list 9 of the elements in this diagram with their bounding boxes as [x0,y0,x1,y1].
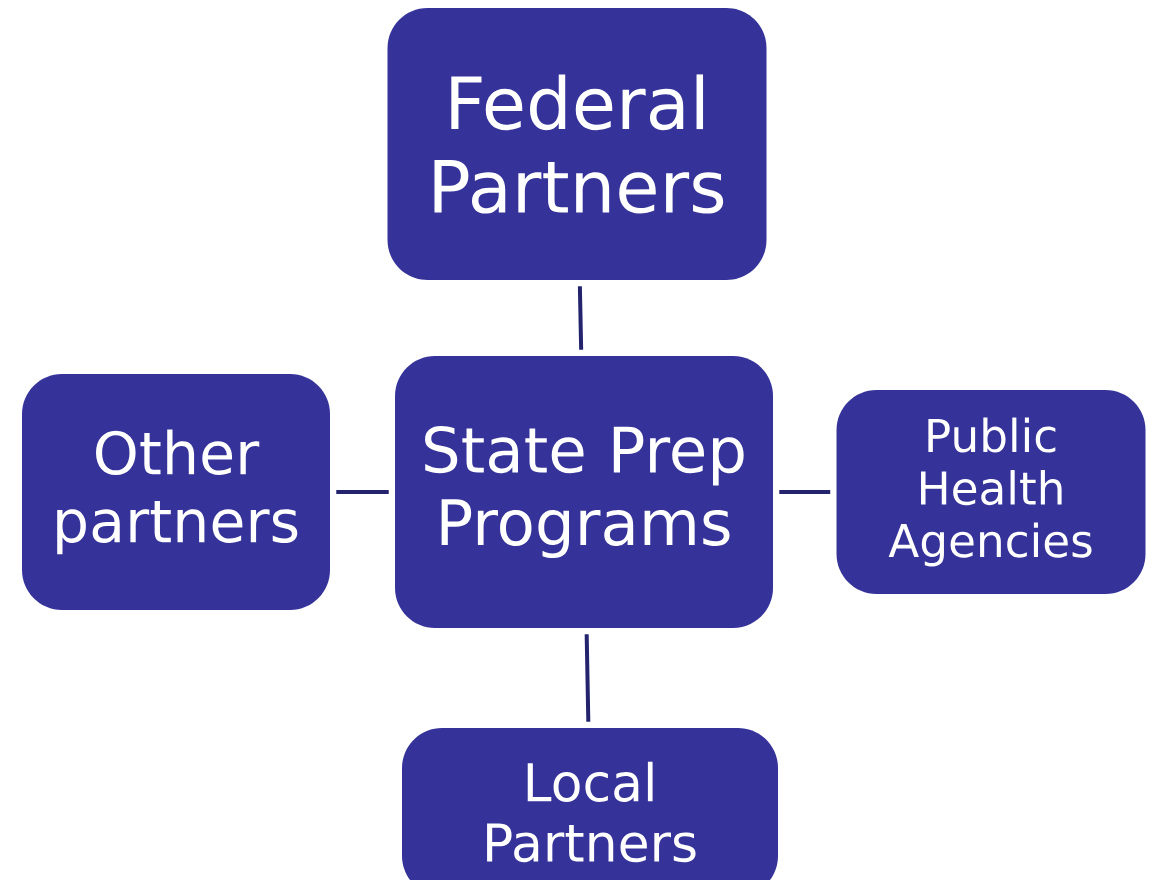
rounded-box: State Prep Programs [395,356,773,628]
connector-line [336,490,389,494]
rounded-box: Other partners [22,374,330,610]
rounded-box: Federal Partners [387,8,767,280]
rounded-box: Public Health Agencies [836,390,1146,594]
connector-line [779,490,831,494]
rounded-box: Local Partners [402,728,778,880]
connector-line [584,634,591,722]
connector-line [577,286,584,350]
